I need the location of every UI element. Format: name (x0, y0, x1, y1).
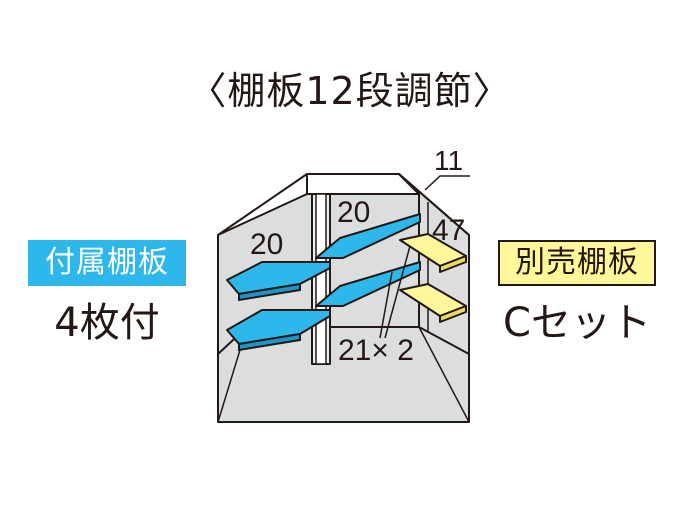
page-title: 〈棚板12段調節〉 (188, 69, 512, 113)
included-shelf-lower-right (315, 261, 421, 307)
optional-shelf-set: Cセット (503, 300, 651, 346)
optional-shelf-badge: 別売棚板 (498, 240, 656, 286)
included-shelf-badge: 付属棚板 (28, 240, 186, 286)
shed-floor (218, 327, 469, 422)
label-count: 21× 2 (338, 334, 414, 367)
included-shelf-count: 4枚付 (54, 300, 160, 346)
leader-top (424, 175, 470, 191)
leader-count-1 (379, 271, 393, 339)
label-side: 47 (432, 214, 465, 247)
label-back-right: 20 (337, 196, 370, 229)
label-top: 11 (434, 145, 463, 176)
leader-count-2 (384, 245, 411, 339)
included-shelf-upper-right (315, 213, 421, 259)
label-back-left: 20 (250, 228, 283, 261)
